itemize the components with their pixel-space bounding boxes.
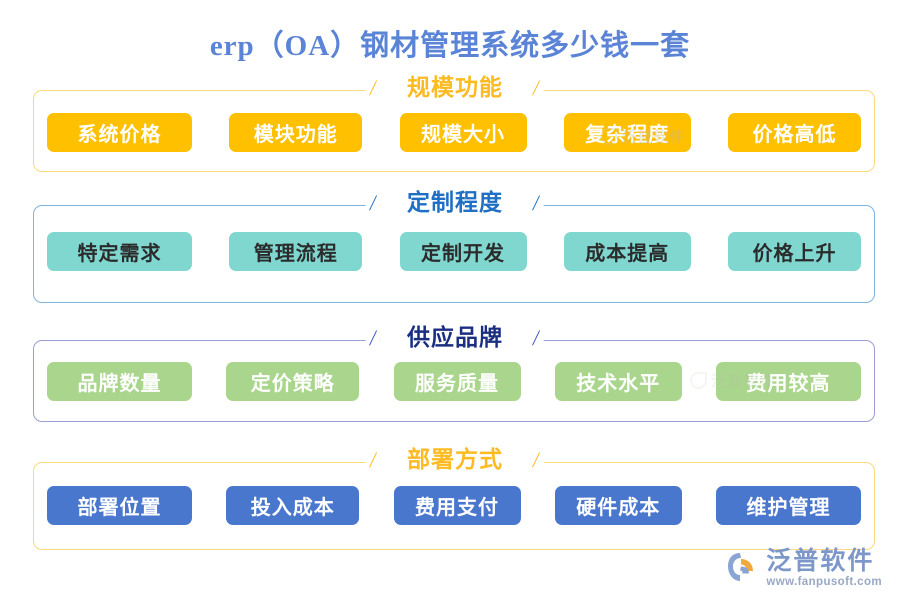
- heading-slash-right-icon: /: [526, 323, 547, 353]
- section-heading-scale-features: /规模功能/: [34, 73, 876, 103]
- heading-slash-right-icon: /: [526, 73, 547, 103]
- brand-name: 泛普软件: [766, 547, 875, 575]
- chip-item[interactable]: 模块功能: [229, 113, 363, 152]
- page-title: erp（OA）钢材管理系统多少钱一套: [209, 30, 691, 62]
- section-card-supply-brand: /供应品牌/ 品牌数量 定价策略 服务质量 技术水平 费用较高: [33, 323, 875, 422]
- chip-item[interactable]: 服务质量: [393, 362, 521, 401]
- chip-item[interactable]: 定价策略: [226, 362, 360, 401]
- section-heading-label: 定制程度: [381, 188, 529, 218]
- heading-slash-right-icon: /: [526, 445, 547, 475]
- chip-item[interactable]: 特定需求: [47, 232, 192, 271]
- chip-item[interactable]: 费用支付: [393, 486, 521, 525]
- chip-item[interactable]: 维护管理: [716, 486, 861, 525]
- chip-item[interactable]: 管理流程: [229, 232, 363, 271]
- section-heading-deployment: /部署方式/: [34, 445, 876, 475]
- section-card-customization: /定制程度/ 特定需求 管理流程 定制开发 成本提高 价格上升: [33, 188, 875, 303]
- chip-item[interactable]: 规模大小: [399, 113, 527, 152]
- chip-item[interactable]: 定制开发: [399, 232, 527, 271]
- chip-row: 系统价格 模块功能 规模大小 复杂程度 价格高低: [34, 113, 874, 152]
- section-heading-label: 供应品牌: [381, 323, 529, 353]
- section-heading-label: 部署方式: [381, 445, 529, 475]
- chip-item[interactable]: 价格上升: [728, 232, 861, 271]
- brand-text: 泛普软件 www.fanpusoft.com: [766, 547, 882, 589]
- section-card-deployment: /部署方式/ 部署位置 投入成本 费用支付 硬件成本 维护管理: [33, 445, 875, 550]
- chip-item[interactable]: 复杂程度: [563, 113, 691, 152]
- fanpu-logo-icon: [726, 550, 760, 584]
- chip-item[interactable]: 系统价格: [47, 113, 192, 152]
- chip-item[interactable]: 费用较高: [716, 362, 861, 401]
- section-card-scale-features: /规模功能/ 系统价格 模块功能 规模大小 复杂程度 价格高低: [33, 73, 875, 172]
- chip-row: 部署位置 投入成本 费用支付 硬件成本 维护管理: [34, 486, 874, 525]
- section-heading-supply-brand: /供应品牌/: [34, 323, 876, 353]
- brand-url: www.fanpusoft.com: [766, 576, 882, 588]
- section-heading-label: 规模功能: [381, 73, 529, 103]
- section-heading-customization: /定制程度/: [34, 188, 876, 218]
- chip-item[interactable]: 部署位置: [47, 486, 192, 525]
- chip-item[interactable]: 品牌数量: [47, 362, 192, 401]
- chip-item[interactable]: 技术水平: [554, 362, 682, 401]
- chip-item[interactable]: 硬件成本: [554, 486, 682, 525]
- chip-row: 特定需求 管理流程 定制开发 成本提高 价格上升: [34, 232, 874, 271]
- heading-slash-right-icon: /: [526, 188, 547, 218]
- chip-row: 品牌数量 定价策略 服务质量 技术水平 费用较高: [34, 362, 874, 401]
- chip-item[interactable]: 投入成本: [226, 486, 360, 525]
- chip-item[interactable]: 成本提高: [563, 232, 691, 271]
- brand-logo: 泛普软件 www.fanpusoft.com: [726, 548, 882, 588]
- chip-item[interactable]: 价格高低: [728, 113, 861, 152]
